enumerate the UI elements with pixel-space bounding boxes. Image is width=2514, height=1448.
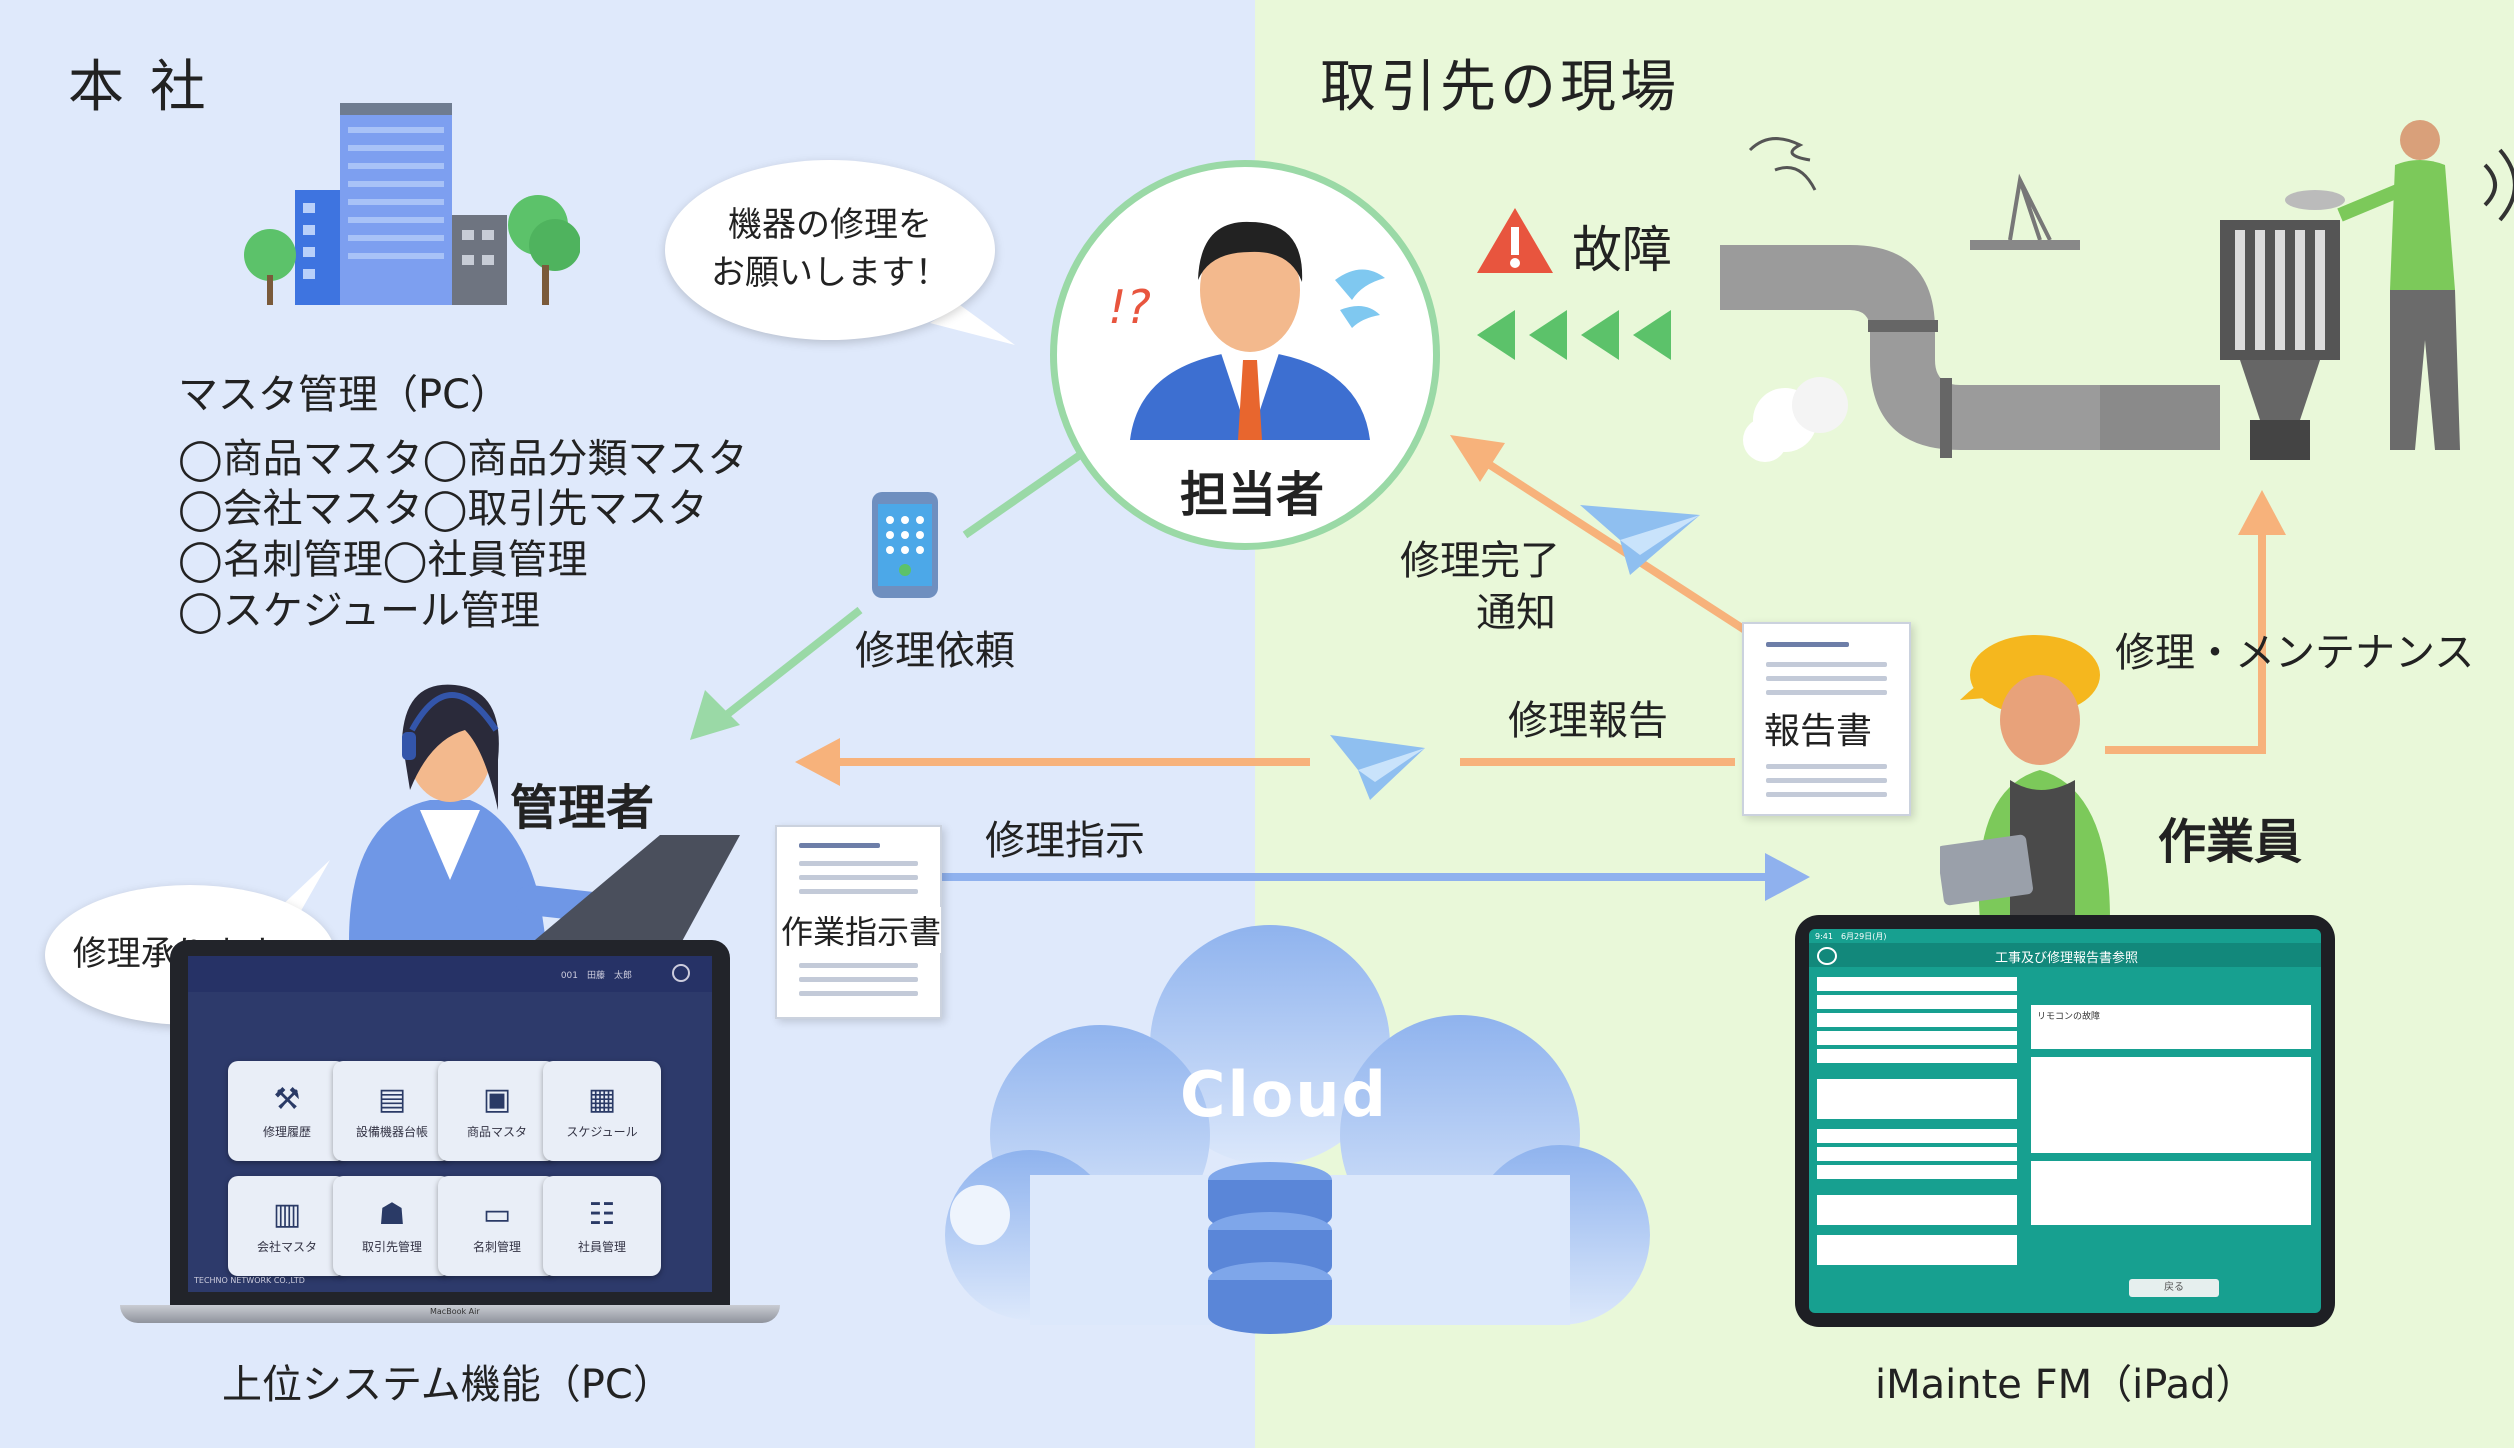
form-row[interactable] <box>1817 1031 2017 1045</box>
role-worker: 作業員 <box>2158 814 2303 870</box>
tile-employee-management[interactable]: ☷社員管理 <box>543 1176 661 1276</box>
office-building-icon <box>244 103 580 305</box>
tile-client-management[interactable]: ☗取引先管理 <box>333 1176 451 1276</box>
work-order-document-label: 作業指示書 <box>781 907 942 953</box>
worker-person-illustration <box>1940 635 2110 920</box>
master-item: ◯会社マスタ◯取引先マスタ <box>178 486 708 532</box>
ipad-status: 9:41 6月29日(月) <box>1815 932 1887 941</box>
speech-line: お願いします！ <box>711 253 949 293</box>
tile-schedule[interactable]: ▦スケジュール <box>543 1061 661 1161</box>
form-row[interactable] <box>1817 1129 2017 1143</box>
plant-machinery-illustration <box>1720 120 2514 462</box>
label-repair-request: 修理依頼 <box>855 628 1015 674</box>
tile-equipment-ledger[interactable]: ▤設備機器台帳 <box>333 1061 451 1161</box>
failure-label: 故障 <box>1572 221 1672 279</box>
complete-arrowhead <box>1450 435 1505 482</box>
form-textarea[interactable] <box>1817 1235 2017 1265</box>
ledger-icon: ▤ <box>377 1082 407 1117</box>
speech-line: 機器の修理を <box>728 205 932 246</box>
building-icon: ▥ <box>272 1197 302 1232</box>
tile-repair-history[interactable]: ⚒修理履歴 <box>228 1061 346 1161</box>
back-icon[interactable] <box>1817 947 1837 965</box>
ipad-note: リモコンの故障 <box>2037 1012 2101 1022</box>
ipad-title: 工事及び修理報告書参照 <box>1995 951 2139 966</box>
form-row[interactable] <box>1817 1147 2017 1161</box>
form-textarea[interactable] <box>1817 1195 2017 1225</box>
maintenance-arrow <box>2105 530 2266 754</box>
maintenance-arrowhead <box>2238 490 2286 535</box>
tile-business-cards[interactable]: ▭名刺管理 <box>438 1176 556 1276</box>
label-repair-instruction: 修理指示 <box>985 818 1145 864</box>
tools-icon: ⚒ <box>273 1082 301 1117</box>
request-arrow-upper <box>962 451 1083 539</box>
laptop-header-bar <box>188 956 712 992</box>
master-item: ◯商品マスタ◯商品分類マスタ <box>178 436 748 482</box>
laptop-user: 001 田藤 太郎 <box>560 971 632 981</box>
cloud-icon <box>945 925 1650 1334</box>
ipad-title-bar <box>1809 943 2321 967</box>
person-icon: ☗ <box>378 1197 406 1232</box>
form-row[interactable] <box>1817 1013 2017 1027</box>
label-repair-complete-notify: 通知 <box>1476 590 1556 636</box>
label-repair-report: 修理報告 <box>1508 698 1668 744</box>
report-document: 報告書 <box>1742 622 1911 816</box>
speech-bubble-request: 機器の修理をお願いします！ <box>665 160 995 340</box>
tile-product-master[interactable]: ▣商品マスタ <box>438 1061 556 1161</box>
failure-flow-arrows <box>1477 310 1671 360</box>
instruction-arrowhead <box>1765 853 1810 901</box>
laptop-company: TECHNO NETWORK CO.,LTD <box>194 1276 305 1285</box>
form-row[interactable] <box>1817 1049 2017 1063</box>
cloud-label: Cloud <box>1180 1058 1388 1131</box>
laptop: 001 田藤 太郎 ⚒修理履歴 ▤設備機器台帳 ▣商品マスタ ▦スケジュール ▥… <box>170 940 730 1308</box>
request-arrowhead <box>690 690 740 740</box>
work-order-document: 作業指示書 <box>775 825 942 1019</box>
caption-pc: 上位システム機能（PC） <box>222 1362 673 1408</box>
report-arrowhead <box>795 738 840 786</box>
form-row[interactable] <box>1817 977 2017 991</box>
ipad-return-button[interactable]: 戻る <box>2129 1279 2219 1297</box>
note-panel: リモコンの故障 <box>2031 1005 2311 1049</box>
laptop-brand: MacBook Air <box>430 1307 480 1316</box>
report-document-label: 報告書 <box>1764 702 1873 754</box>
label-repair-complete: 修理完了 <box>1400 538 1560 584</box>
warning-icon <box>1477 208 1553 273</box>
complete-arrow <box>1487 461 1748 634</box>
label-repair-maintenance: 修理・メンテナンス <box>2115 630 2475 676</box>
power-icon[interactable] <box>672 964 690 982</box>
region-title-head-office: 本 社 <box>68 55 210 120</box>
tile-company-master[interactable]: ▥会社マスタ <box>228 1176 346 1276</box>
ipad: 9:41 6月29日(月) 工事及び修理報告書参照 リモコンの故障 戻る <box>1795 915 2335 1327</box>
surprise-mark: !? <box>1108 280 1151 334</box>
request-arrow-lower <box>717 606 863 724</box>
box-icon: ▣ <box>482 1082 512 1117</box>
form-row[interactable] <box>1817 1165 2017 1179</box>
parts-table <box>2031 1057 2311 1153</box>
id-card-icon: ▭ <box>482 1197 512 1232</box>
checklist-panel <box>2031 1161 2311 1225</box>
role-manager: 管理者 <box>510 780 655 836</box>
form-textarea[interactable] <box>1817 1079 2017 1119</box>
master-management-title: マスタ管理（PC） <box>178 372 511 418</box>
manager-person-illustration <box>349 684 740 970</box>
region-title-client-site: 取引先の現場 <box>1320 55 1680 120</box>
form-row[interactable] <box>1817 995 2017 1009</box>
role-contact: 担当者 <box>1180 467 1325 523</box>
laptop-base: MacBook Air <box>120 1305 780 1323</box>
ipad-screen: 9:41 6月29日(月) 工事及び修理報告書参照 リモコンの故障 戻る <box>1809 929 2321 1313</box>
smartphone-icon <box>872 492 938 598</box>
master-item: ◯スケジュール管理 <box>178 588 540 634</box>
caption-ipad: iMainte FM（iPad） <box>1875 1362 2256 1408</box>
master-item: ◯名刺管理◯社員管理 <box>178 537 588 583</box>
speech-bubble-tail <box>930 305 1015 345</box>
calendar-icon: ▦ <box>587 1082 617 1117</box>
group-icon: ☷ <box>588 1197 616 1232</box>
contact-person-avatar <box>1130 221 1385 440</box>
laptop-screen: 001 田藤 太郎 ⚒修理履歴 ▤設備機器台帳 ▣商品マスタ ▦スケジュール ▥… <box>188 956 712 1292</box>
